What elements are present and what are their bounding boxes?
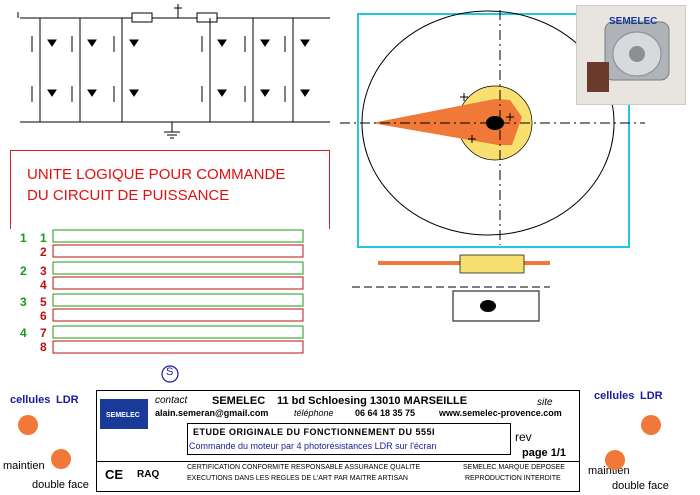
row-label-4: 4 (40, 278, 47, 292)
step-label-1: 1 (20, 231, 27, 245)
logic-row-5 (52, 293, 304, 307)
logic-row-1 (52, 229, 304, 243)
study-subtitle: Commande du moteur par 4 photorésistance… (189, 441, 437, 451)
logic-row-7 (52, 325, 304, 339)
page-label: page 1/1 (522, 447, 567, 459)
light-cone (372, 99, 522, 145)
logic-row-3 (52, 261, 304, 275)
logic-title-line1: UNITE LOGIQUE POUR COMMANDE (27, 166, 286, 183)
study-title: ETUDE ORIGINALE DU FONCTIONNEMENT DU 555… (193, 427, 436, 437)
diode-b-2 (87, 89, 97, 97)
ldr-left-hold: maintien (3, 460, 45, 472)
brand-line1: SEMELEC MARQUE DEPOSEE (463, 464, 565, 471)
row-label-6: 6 (40, 309, 47, 323)
diode-b-6 (300, 89, 310, 97)
s-symbol (161, 365, 179, 383)
row-label-5: 5 (40, 295, 47, 309)
power-schematic (17, 4, 330, 139)
diode-2 (87, 39, 97, 47)
website: www.semelec-provence.com (439, 408, 562, 418)
diode-4 (217, 39, 227, 47)
diode-b-3 (129, 89, 139, 97)
phone-number: 06 64 18 35 75 (355, 408, 416, 418)
contact-email: alain.semeran@gmail.com (155, 408, 269, 418)
diode-3 (129, 39, 139, 47)
brand-line2: REPRODUCTION INTERDITE (465, 475, 561, 482)
logic-row-8 (52, 340, 304, 354)
row-label-1: 1 (40, 231, 47, 245)
photo-brand: SEMELEC (609, 16, 658, 27)
ldr-right-ldr: LDR (640, 390, 663, 402)
diode-5 (260, 39, 270, 47)
logic-title-line2: DU CIRCUIT DE PUISSANCE (27, 187, 230, 204)
diode-b-5 (260, 89, 270, 97)
motor-illustration (587, 21, 670, 92)
ldr-cells (18, 415, 661, 470)
row-label-2: 2 (40, 245, 47, 259)
disk-drawing (340, 10, 645, 322)
semelec-logo: SEMELEC (100, 399, 148, 429)
ldr-right-double: double face (612, 480, 669, 492)
company-name: SEMELEC (212, 395, 266, 407)
ce-mark: CE (105, 467, 124, 482)
site-label: site (537, 397, 553, 408)
row-label-3: 3 (40, 264, 47, 278)
step-label-2: 2 (20, 264, 27, 278)
diode-1 (47, 39, 57, 47)
step-label-4: 4 (20, 326, 27, 340)
certification-line1: CERTIFICATION CONFORMITE RESPONSABLE ASS… (187, 464, 421, 471)
title-box (187, 423, 511, 455)
logic-table (52, 229, 304, 354)
ldr-right-cells: cellules (594, 390, 635, 402)
certification-line2: EXECUTIONS DANS LES REGLES DE L'ART PAR … (187, 475, 408, 482)
step-label-3: 3 (20, 295, 27, 309)
logic-row-4 (52, 276, 304, 290)
diode-6 (300, 39, 310, 47)
phone-label: téléphone (294, 408, 334, 418)
contact-label: contact (155, 395, 188, 406)
title-block: SEMELEC contact SEMELEC 11 bd Schloesing… (96, 390, 580, 492)
title-block-divider (97, 461, 579, 462)
logic-row-2 (52, 244, 304, 258)
semelec-logo-text: SEMELEC (106, 412, 140, 419)
logic-row-6 (52, 308, 304, 322)
diode-b-4 (217, 89, 227, 97)
rev-label: rev (515, 430, 532, 444)
row-label-7: 7 (40, 326, 47, 340)
motor-photo: SEMELEC (576, 5, 686, 105)
ldr-left-cells: cellules (10, 394, 51, 406)
company-address: 11 bd Schloesing 13010 MARSEILLE (277, 395, 468, 407)
s-symbol-label: S (166, 366, 174, 378)
logic-title-box: UNITE LOGIQUE POUR COMMANDE DU CIRCUIT D… (10, 150, 330, 229)
raq-mark: RAQ (137, 469, 160, 480)
ldr-left-ldr: LDR (56, 394, 79, 406)
ldr-left-double: double face (32, 479, 89, 491)
screen-frame (357, 13, 630, 248)
row-label-8: 8 (40, 340, 47, 354)
diode-b-1 (47, 89, 57, 97)
